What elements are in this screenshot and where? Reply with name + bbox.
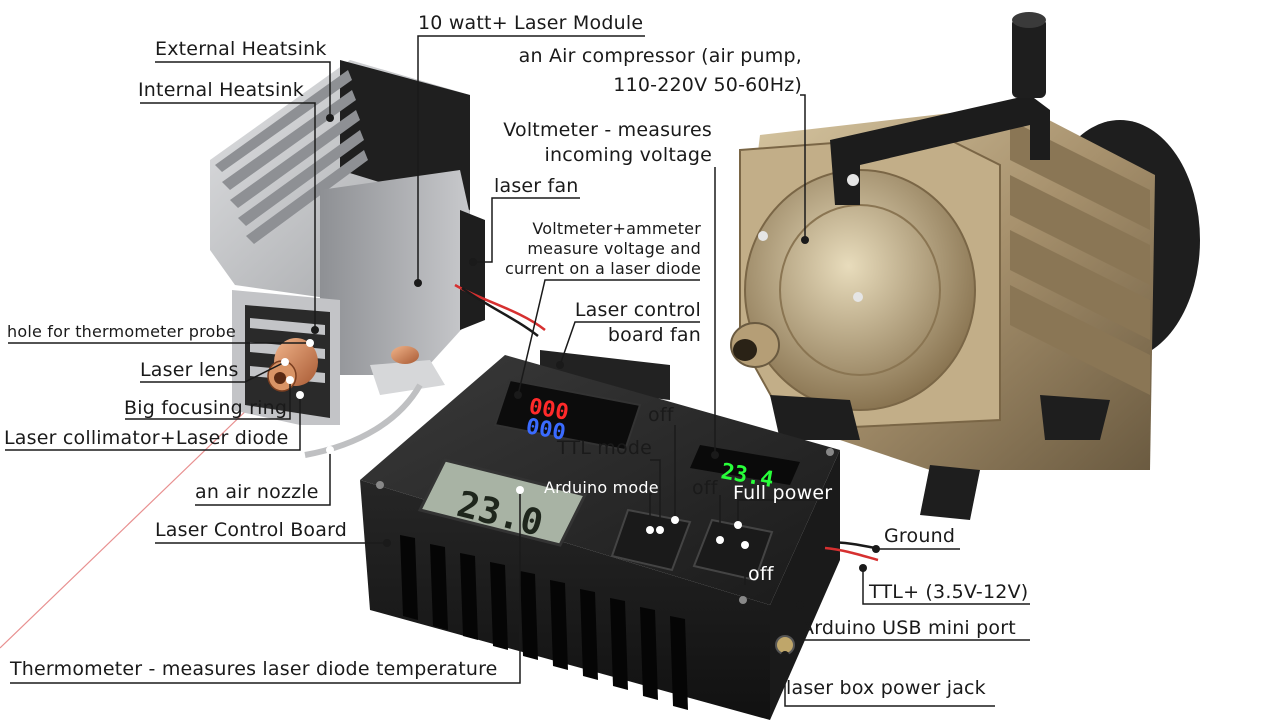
label-air-compressor-line1: an Air compressor (air pump,: [518, 45, 802, 67]
label-laser-collimator: Laser collimator+Laser diode: [4, 427, 289, 449]
air-compressor-illustration: [730, 12, 1200, 520]
laser-control-board-illustration: [360, 350, 879, 720]
label-voltammeter-line3: current on a laser diode: [505, 259, 701, 278]
label-board-fan-line1: Laser control: [574, 299, 701, 321]
label-arduino-mode: Arduino mode: [544, 478, 659, 497]
leader-lines: [5, 35, 1030, 707]
laser-beam: [0, 375, 283, 649]
label-ground: Ground: [884, 525, 956, 547]
label-air-nozzle: an air nozzle: [195, 481, 319, 503]
label-big-focusing-ring: Big focusing ring: [124, 397, 288, 419]
switch-dots: [281, 339, 749, 549]
label-board-fan-line2: board fan: [607, 324, 701, 346]
label-arduino-usb: Arduino USB mini port: [801, 617, 1016, 639]
label-laser-control-board: Laser Control Board: [155, 519, 348, 541]
label-laser-module: 10 watt+ Laser Module: [418, 12, 644, 34]
label-voltammeter-line1: Voltmeter+ammeter: [532, 219, 701, 238]
label-voltmeter-line1: Voltmeter - measures: [503, 119, 712, 141]
label-voltmeter-line2: incoming voltage: [544, 144, 712, 166]
label-off-ttl-text: off: [648, 404, 674, 426]
label-off-bottom: off: [748, 563, 774, 585]
label-hole-thermometer-probe: hole for thermometer probe: [7, 322, 236, 341]
label-ttl-plus: TTL+ (3.5V-12V): [869, 581, 1029, 603]
label-voltammeter-line2: measure voltage and: [527, 239, 701, 258]
label-air-compressor-line2: 110-220V 50-60Hz): [613, 74, 802, 96]
leader-dots: [311, 114, 880, 659]
label-power-jack: laser box power jack: [786, 677, 986, 699]
label-laser-lens: Laser lens: [140, 359, 239, 381]
label-off-full: off: [692, 477, 718, 499]
label-thermometer: Thermometer - measures laser diode tempe…: [10, 658, 498, 680]
laser-module-illustration: [210, 60, 546, 458]
label-full-power: Full power: [733, 482, 833, 504]
label-laser-fan: laser fan: [494, 175, 579, 197]
label-external-heatsink: External Heatsink: [155, 38, 327, 60]
label-internal-heatsink: Internal Heatsink: [138, 79, 304, 101]
label-ttl-mode: TTL mode: [557, 437, 652, 459]
